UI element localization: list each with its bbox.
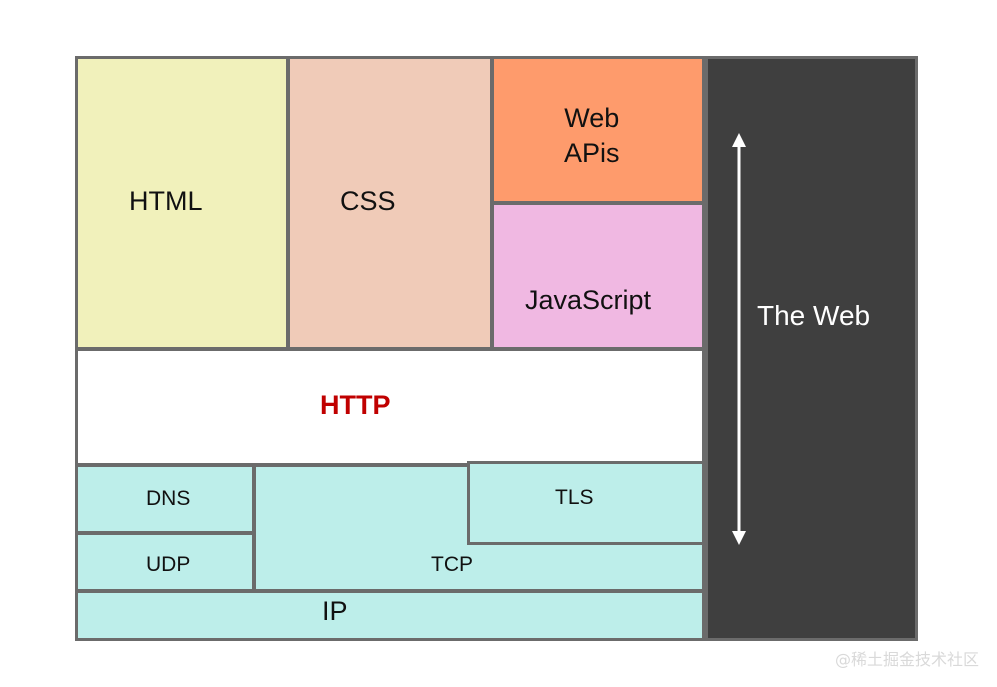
tls-block: TLS — [467, 461, 705, 545]
web-apis-line-2: APis — [564, 138, 620, 168]
http-label: HTTP — [320, 390, 391, 420]
dns-label: DNS — [146, 487, 191, 510]
javascript-label: JavaScript — [525, 285, 652, 315]
css-block: CSS — [287, 56, 493, 350]
html-label: HTML — [129, 186, 203, 216]
udp-label: UDP — [146, 553, 191, 576]
tls-label: TLS — [555, 486, 594, 509]
web-stack-diagram: HTML CSS Web APis JavaScript HTTP DNS UD… — [75, 56, 918, 641]
tcp-label: TCP — [431, 553, 473, 576]
html-block: HTML — [75, 56, 289, 350]
web-apis-label: Web APis — [564, 101, 620, 171]
udp-block: UDP — [75, 532, 255, 592]
javascript-block: JavaScript — [491, 202, 705, 350]
web-apis-line-1: Web — [564, 103, 620, 133]
watermark: @稀土掘金技术社区 — [834, 650, 979, 669]
the-web-panel: The Web — [705, 56, 918, 641]
the-web-label: The Web — [757, 300, 871, 331]
http-block: HTTP — [75, 348, 705, 466]
css-label: CSS — [340, 186, 396, 216]
ip-label: IP — [322, 596, 348, 626]
web-apis-block: Web APis — [491, 56, 705, 204]
ip-block: IP — [75, 590, 705, 641]
dns-block: DNS — [75, 464, 255, 534]
double-arrow-icon — [732, 133, 746, 545]
